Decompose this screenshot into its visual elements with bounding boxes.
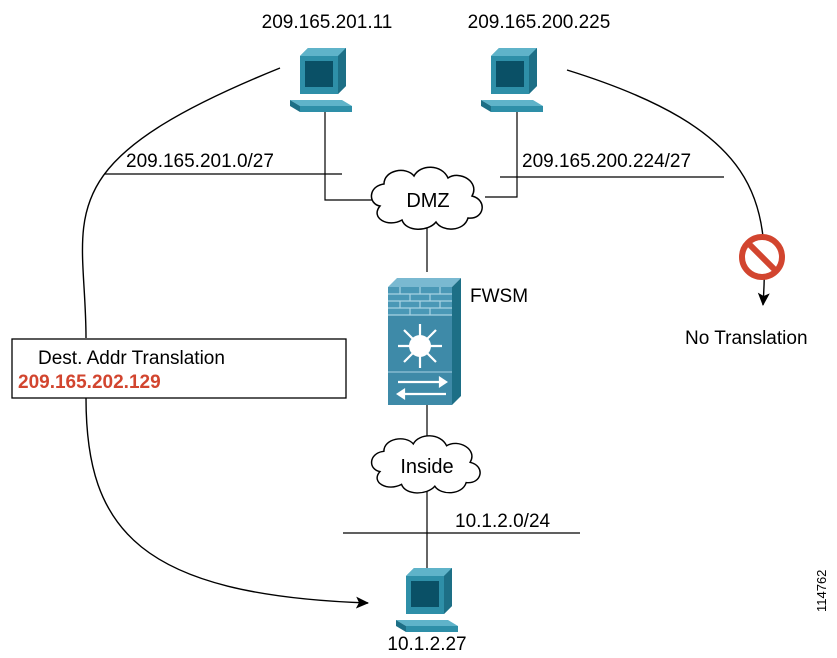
prohibited-icon [739,234,785,280]
right-host-link [485,110,518,198]
left-host-link [324,110,372,201]
fwsm-label: FWSM [470,286,528,307]
figure-id: 114762 [814,570,829,612]
translation-box [11,338,347,399]
firewall-switch-icon [388,278,461,405]
translation-flow-lower [85,397,369,609]
no-translation-label: No Translation [685,328,808,349]
translation-flow-upper [81,67,281,339]
dmz-cloud-label: DMZ [406,190,449,212]
dmz-right-host-ip: 209.165.200.225 [468,12,611,33]
translated-address: 209.165.202.129 [18,372,161,393]
translation-box-title: Dest. Addr Translation [38,348,225,369]
inside-subnet-label: 10.1.2.0/24 [455,511,551,532]
inside-cloud-label: Inside [400,456,453,478]
dmz-left-subnet-label: 209.165.201.0/27 [126,151,274,172]
workstation-icon [481,48,543,112]
no-translation-flow [566,69,770,306]
workstation-icon [396,568,458,632]
workstation-icon [290,48,352,112]
dmz-right-subnet-label: 209.165.200.224/27 [522,151,691,172]
dmz-left-host-ip: 209.165.201.11 [262,12,393,33]
inside-host-ip: 10.1.2.27 [387,634,466,655]
